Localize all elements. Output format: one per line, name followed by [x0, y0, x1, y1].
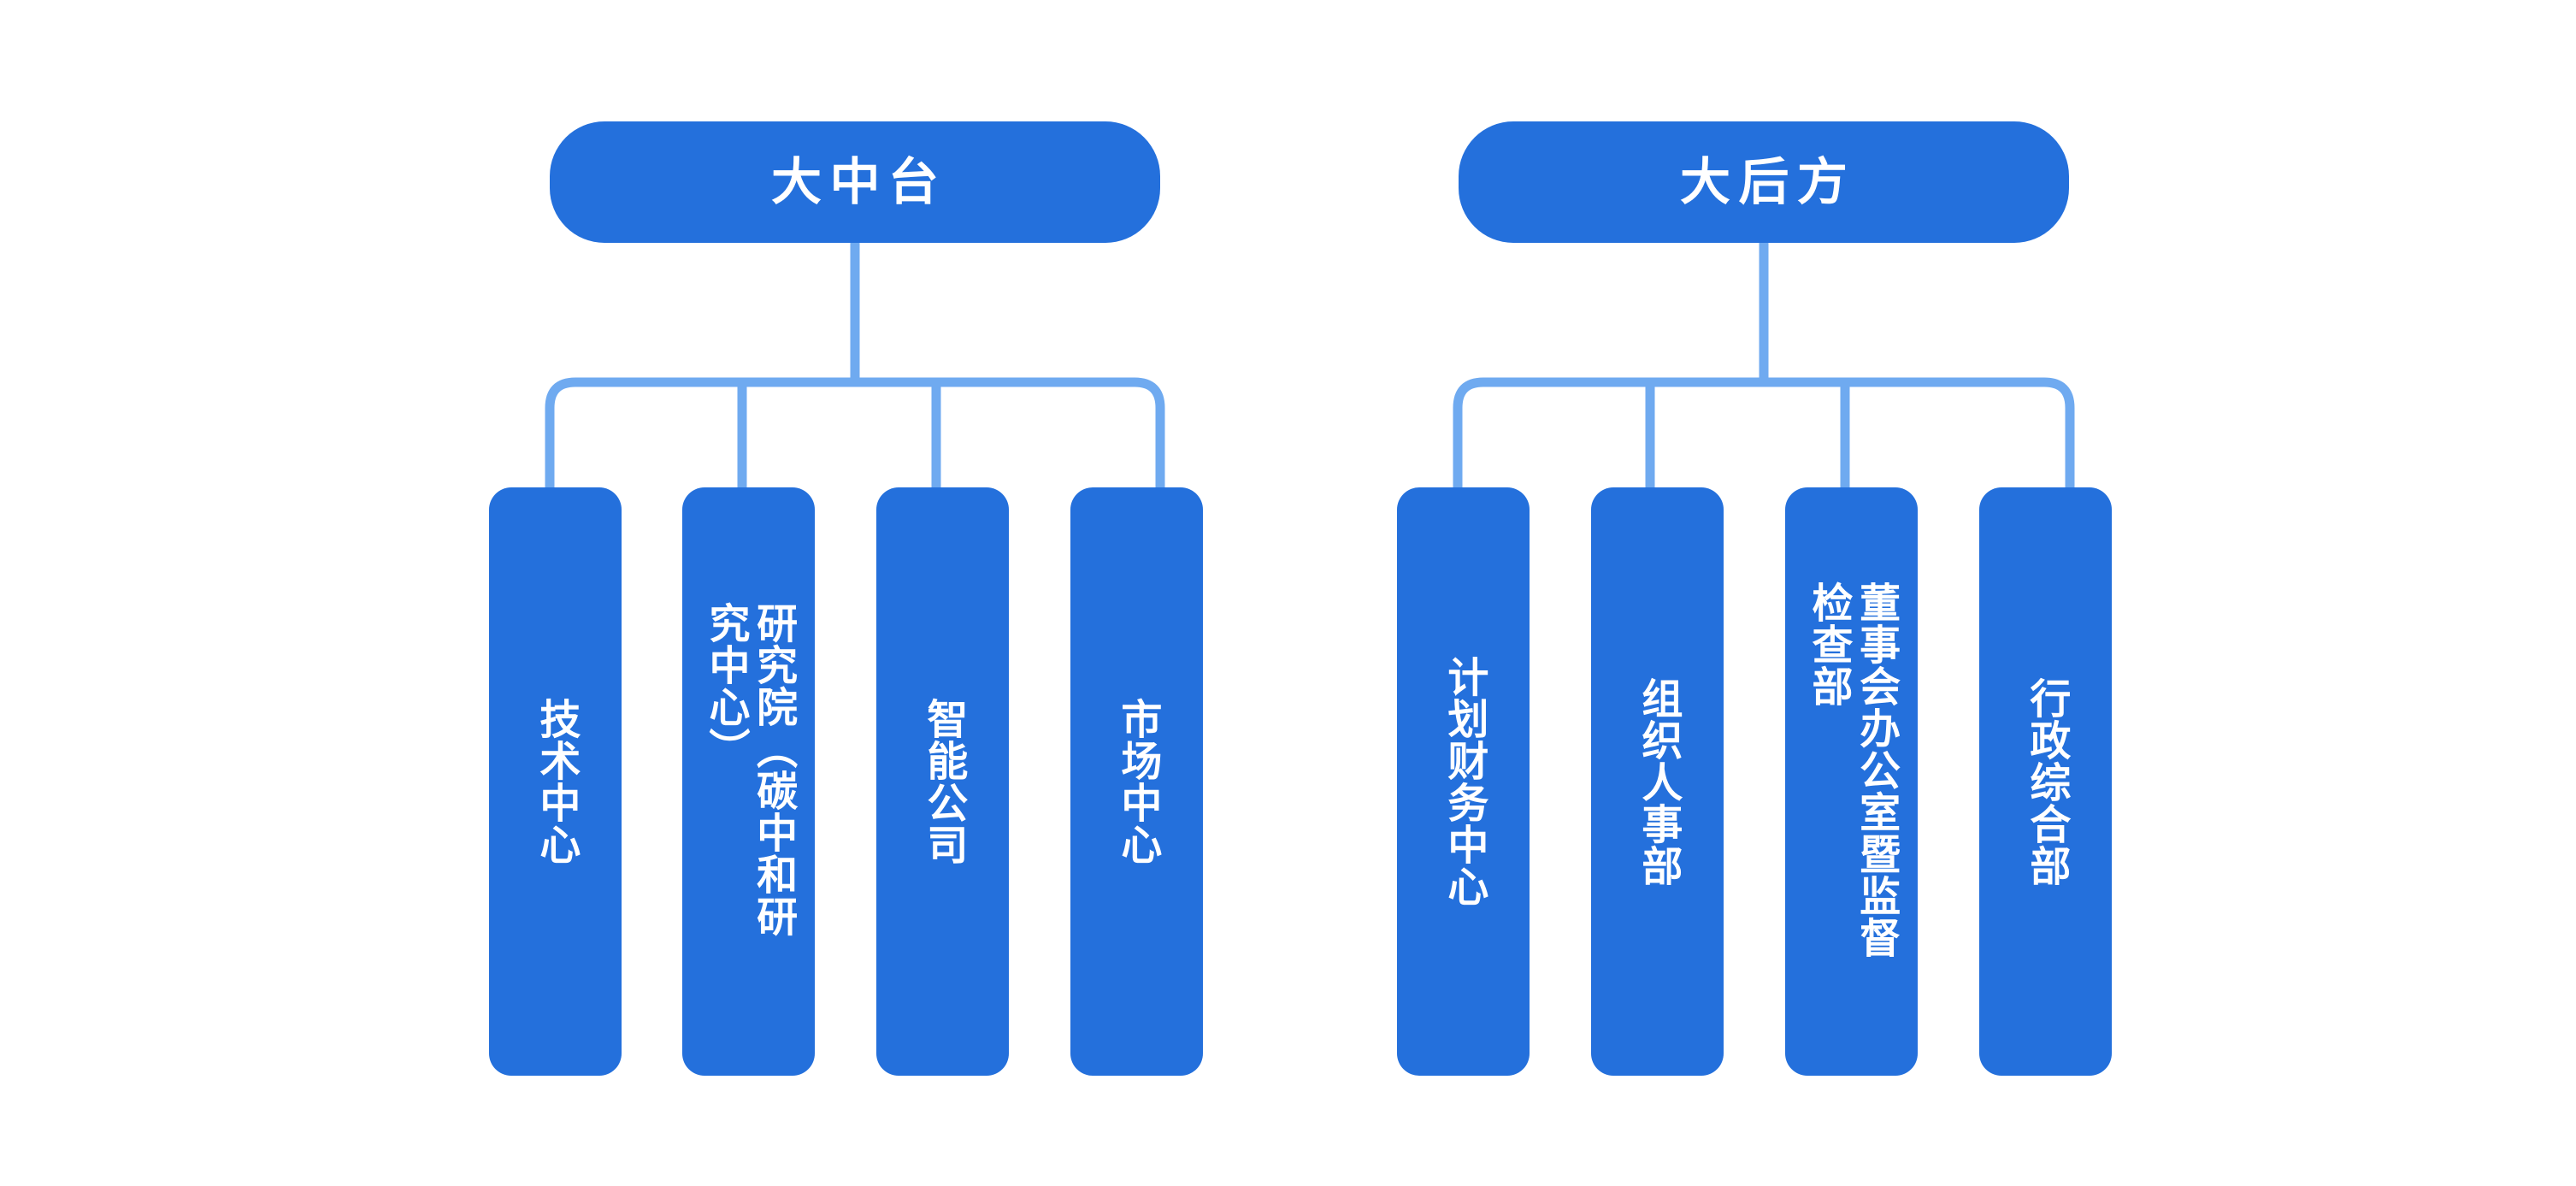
group-header-middle-platform[interactable]: 大中台: [550, 121, 1160, 243]
org-node-market-center[interactable]: 市场中心: [1070, 487, 1203, 1076]
org-node-intelligence-company[interactable]: 智能公司: [876, 487, 1009, 1076]
org-node-planning-finance-center[interactable]: 计划财务中心: [1397, 487, 1530, 1076]
group-header-rear-support[interactable]: 大后方: [1459, 121, 2069, 243]
org-node-board-office-audit-dept[interactable]: 董事会办公室暨监督检查部: [1785, 487, 1918, 1076]
org-node-org-personnel-dept[interactable]: 组织人事部: [1591, 487, 1724, 1076]
org-node-label: 研究院（碳中和研究中心）: [702, 602, 796, 937]
org-node-label: 组织人事部: [1635, 676, 1681, 887]
org-node-label: 行政综合部: [2023, 676, 2069, 887]
connector-bus-right: [1453, 377, 2075, 487]
group-header-label: 大中台: [771, 153, 947, 210]
org-node-tech-center[interactable]: 技术中心: [489, 487, 622, 1076]
org-node-admin-general-dept[interactable]: 行政综合部: [1979, 487, 2112, 1076]
org-node-label: 技术中心: [533, 698, 579, 865]
org-node-label: 计划财务中心: [1441, 656, 1487, 907]
org-node-label: 智能公司: [920, 698, 966, 865]
group-header-label: 大后方: [1680, 153, 1856, 210]
org-node-label: 市场中心: [1114, 698, 1160, 865]
org-node-label: 董事会办公室暨监督检查部: [1805, 581, 1899, 959]
connector-bus-left: [545, 377, 1165, 487]
org-node-research-institute[interactable]: 研究院（碳中和研究中心）: [682, 487, 815, 1076]
